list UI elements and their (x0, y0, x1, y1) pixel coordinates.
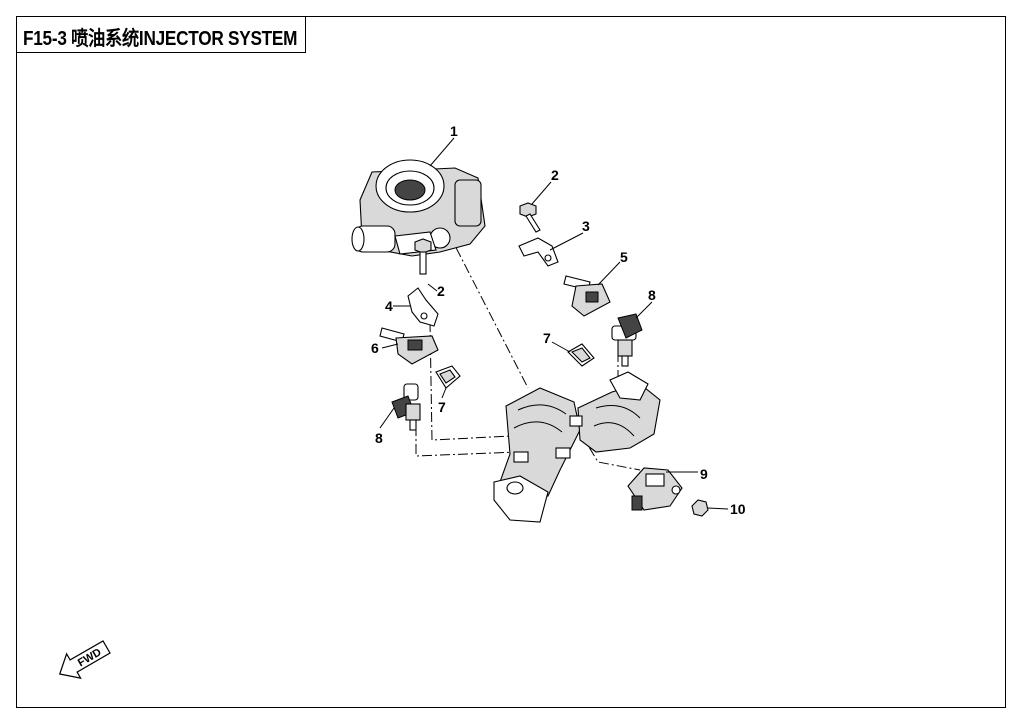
throttle-body (351, 159, 486, 257)
callout-7-lower: 7 (438, 399, 446, 415)
callout-labels: 1 2 2 3 4 5 6 7 7 8 8 9 10 (371, 123, 746, 517)
drawing-frame (16, 16, 1006, 708)
clip-7-lower (435, 365, 461, 389)
callout-7-upper: 7 (543, 330, 551, 346)
page-title: F15-3 喷油系统INJECTOR SYSTEM (23, 28, 298, 50)
assembly-lines (415, 231, 641, 471)
callout-8-upper: 8 (648, 287, 656, 303)
title-box: F15-3 喷油系统INJECTOR SYSTEM (16, 16, 306, 53)
leader-lines (379, 137, 729, 510)
bolt-lower (414, 238, 432, 275)
clip-7-upper (567, 343, 595, 367)
callout-4: 4 (385, 298, 393, 314)
callout-5: 5 (620, 249, 628, 265)
intake-manifold (493, 371, 661, 523)
injector-8-lower (391, 383, 421, 431)
callout-8-lower: 8 (375, 430, 383, 446)
callout-3: 3 (582, 218, 590, 234)
fuel-connector-6 (379, 327, 439, 365)
callout-2-upper: 2 (551, 167, 559, 183)
callout-9: 9 (700, 466, 708, 482)
callout-2-lower: 2 (437, 283, 445, 299)
injector-8-upper (611, 313, 643, 367)
callout-10: 10 (730, 501, 746, 517)
bracket-3 (518, 237, 559, 267)
nut-10 (691, 499, 709, 517)
callout-6: 6 (371, 340, 379, 356)
fwd-arrow-icon: FWD (58, 640, 111, 679)
bolt-upper (519, 202, 541, 233)
map-sensor-9 (627, 467, 683, 511)
bracket-4 (407, 287, 439, 327)
callout-1: 1 (450, 123, 458, 139)
fwd-label: FWD (76, 646, 104, 669)
fuel-connector-5 (563, 275, 611, 317)
